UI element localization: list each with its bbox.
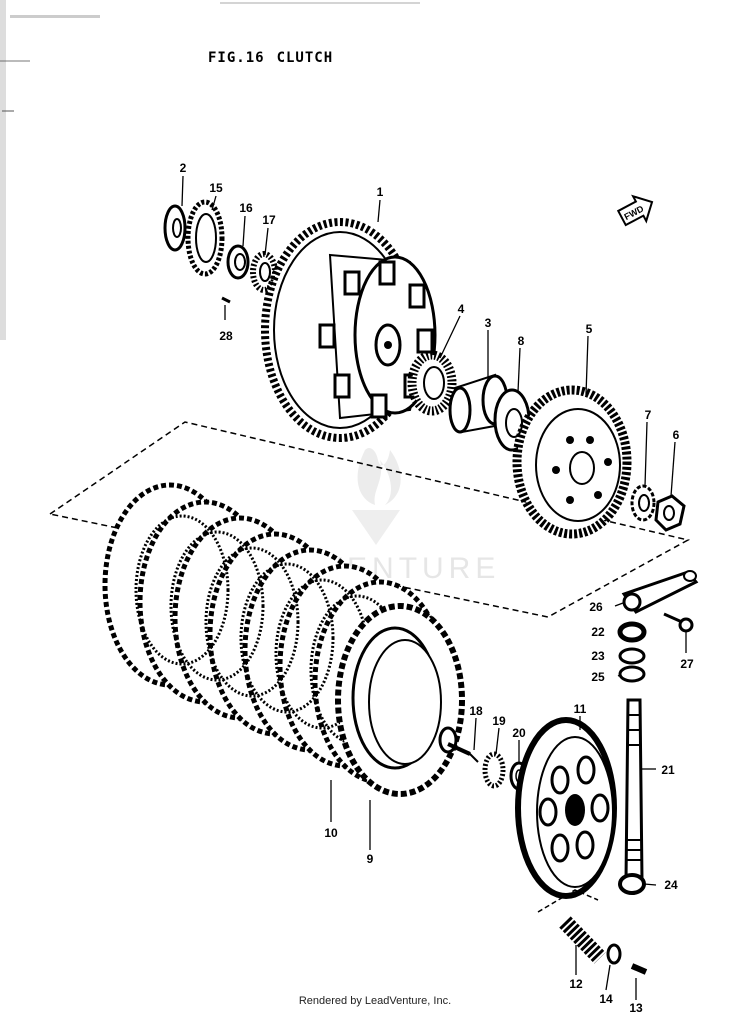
callout-10: 10: [324, 826, 338, 840]
callout-22: 22: [591, 625, 605, 639]
callout-7: 7: [645, 408, 652, 422]
callout-16: 16: [239, 201, 253, 215]
bolt-27: [663, 612, 694, 633]
callout-21: 21: [661, 763, 675, 777]
needle-bearing-17: [250, 251, 278, 293]
callout-20: 20: [512, 726, 526, 740]
o-ring-23: [618, 647, 646, 665]
callout-18: 18: [469, 704, 483, 718]
release-rod-21: [624, 698, 644, 882]
nut-6: [654, 494, 686, 532]
callouts: 2 15 16 17 1 28 4 3 8 5 7 6 26 22 23 25 …: [180, 161, 694, 1013]
group-outline-lower: [537, 889, 599, 913]
clutch-hub-5: [512, 385, 632, 539]
clutch-plate-stack: [102, 482, 465, 797]
callout-6: 6: [673, 428, 680, 442]
callout-1: 1: [377, 185, 384, 199]
render-credit: Rendered by LeadVenture, Inc.: [298, 995, 452, 1007]
group-outline: [48, 421, 691, 618]
callout-25: 25: [591, 670, 605, 684]
figure-number: FIG.16: [208, 50, 265, 66]
washer-2: [163, 204, 187, 252]
scan-edge-noise: [0, 0, 420, 340]
spacer-16: [226, 244, 250, 280]
washer-25: [618, 665, 646, 683]
callout-8: 8: [518, 334, 525, 348]
figure-title: FIG.16 CLUTCH: [208, 50, 345, 66]
callout-14: 14: [599, 992, 613, 1006]
bearing-19: [482, 751, 506, 789]
drive-gear-15: [185, 199, 225, 277]
callout-5: 5: [586, 322, 593, 336]
bearing-24: [618, 873, 646, 895]
callout-11: 11: [574, 702, 587, 716]
callout-26: 26: [589, 600, 603, 614]
callout-4: 4: [458, 302, 465, 316]
callout-13: 13: [629, 1001, 643, 1013]
callout-12: 12: [569, 977, 583, 991]
push-piece-18: [438, 726, 479, 763]
fwd-arrow-icon: FWD: [616, 194, 654, 227]
oil-seal-22: [617, 621, 647, 643]
callout-17: 17: [262, 213, 276, 227]
lock-washer-7: [630, 484, 656, 522]
callout-28: 28: [219, 329, 233, 343]
washer-14: [606, 943, 622, 965]
callout-19: 19: [492, 714, 506, 728]
needle-bearing-4: [407, 350, 457, 416]
callout-23: 23: [591, 649, 605, 663]
pin-28: [221, 296, 231, 304]
callout-9: 9: [367, 852, 374, 866]
release-arm-26: [621, 570, 699, 614]
figure-name: CLUTCH: [276, 50, 334, 66]
clutch-housing-1: [261, 218, 437, 442]
leader-lines: [181, 175, 687, 1000]
pressure-plate-11: [515, 717, 617, 899]
callout-27: 27: [680, 657, 694, 671]
callout-24: 24: [664, 878, 678, 892]
callout-2: 2: [180, 161, 187, 175]
callout-3: 3: [485, 316, 492, 330]
callout-15: 15: [209, 181, 223, 195]
clutch-spring-12: [559, 916, 606, 964]
bolt-13: [630, 963, 648, 975]
